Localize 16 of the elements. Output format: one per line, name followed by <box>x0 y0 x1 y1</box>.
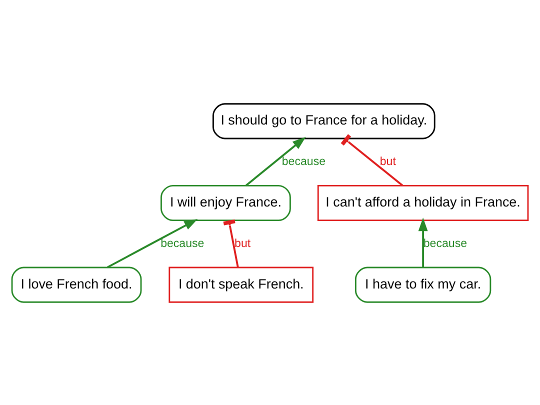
edge-label: because <box>423 237 468 250</box>
node-box: I should go to France for a holiday. <box>212 102 436 139</box>
arrow <box>245 136 306 186</box>
node-box: I love French food. <box>11 266 142 302</box>
node-box: I can't afford a holiday in France. <box>317 184 529 221</box>
edge-label: but <box>380 156 396 168</box>
node-box: I don't speak French. <box>168 266 314 302</box>
node-box: I will enjoy France. <box>160 184 291 221</box>
arrow <box>418 217 428 267</box>
connector <box>223 218 239 267</box>
arrow <box>106 218 198 268</box>
connector <box>340 134 404 186</box>
edge-label: because <box>282 156 326 168</box>
edge-label: because <box>160 237 204 250</box>
edge-label: but <box>234 237 251 250</box>
node-box: I have to fix my car. <box>354 266 492 302</box>
